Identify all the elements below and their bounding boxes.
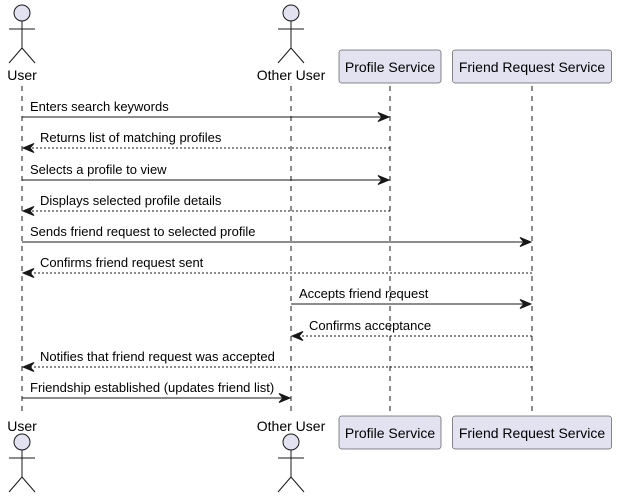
participant-box <box>338 49 442 84</box>
participants-top: User Other User Profile Service Friend Requ… <box>7 4 612 84</box>
message-arrowhead <box>21 362 35 372</box>
participant-label: User <box>7 67 37 83</box>
message-label: Returns list of matching profiles <box>40 130 222 145</box>
message-label: Friendship established (updates friend l… <box>30 380 274 395</box>
message-label: Enters search keywords <box>30 99 169 114</box>
message-9: Notifies that friend request was accepte… <box>21 349 532 372</box>
participant-label: Profile Service <box>345 59 435 75</box>
actor-user-top: User <box>7 4 37 83</box>
participant-friend-top: Friend Request Service <box>452 49 612 84</box>
actor-icon <box>277 433 305 493</box>
lifelines <box>21 86 533 413</box>
participant-label: Other User <box>257 67 326 83</box>
message-arrowhead <box>377 175 391 185</box>
participant-label: User <box>7 418 37 434</box>
participant-profile-bottom: Profile Service <box>338 415 442 450</box>
message-4: Displays selected profile details <box>21 193 390 216</box>
message-8: Confirms acceptance <box>290 318 532 341</box>
participant-box <box>452 415 612 450</box>
actor-icon <box>8 433 36 493</box>
actor-icon <box>277 4 305 64</box>
message-label: Sends friend request to selected profile <box>30 224 255 239</box>
message-5: Sends friend request to selected profile <box>22 224 533 247</box>
message-arrowhead <box>21 206 35 216</box>
participant-label: Friend Request Service <box>459 425 606 441</box>
participant-friend-bottom: Friend Request Service <box>452 415 612 450</box>
participant-box <box>452 49 612 84</box>
participant-box <box>338 415 442 450</box>
message-arrowhead <box>377 112 391 122</box>
actor-icon <box>8 4 36 64</box>
participants-bottom: User Other User Profile Service Friend Requ… <box>7 415 612 493</box>
message-1: Enters search keywords <box>22 99 391 122</box>
participant-label: Friend Request Service <box>459 59 606 75</box>
participant-profile-top: Profile Service <box>338 49 442 84</box>
message-arrowhead <box>21 143 35 153</box>
participant-label: Other User <box>257 418 326 434</box>
message-7: Accepts friend request <box>291 286 533 309</box>
message-arrowhead <box>519 299 533 309</box>
actor-user-bottom: User <box>7 418 37 493</box>
message-arrowhead <box>290 331 304 341</box>
message-label: Selects a profile to view <box>30 162 167 177</box>
message-2: Returns list of matching profiles <box>21 130 390 153</box>
message-6: Confirms friend request sent <box>21 255 532 278</box>
message-10: Friendship established (updates friend l… <box>22 380 292 403</box>
message-label: Confirms acceptance <box>309 318 431 333</box>
message-label: Displays selected profile details <box>40 193 222 208</box>
message-arrowhead <box>278 393 292 403</box>
message-label: Accepts friend request <box>299 286 429 301</box>
actor-other-top: Other User <box>257 4 326 83</box>
message-label: Confirms friend request sent <box>40 255 204 270</box>
message-arrowhead <box>519 237 533 247</box>
message-label: Notifies that friend request was accepte… <box>40 349 275 364</box>
message-3: Selects a profile to view <box>22 162 391 185</box>
message-arrowhead <box>21 268 35 278</box>
actor-other-bottom: Other User <box>257 418 326 493</box>
participant-label: Profile Service <box>345 425 435 441</box>
